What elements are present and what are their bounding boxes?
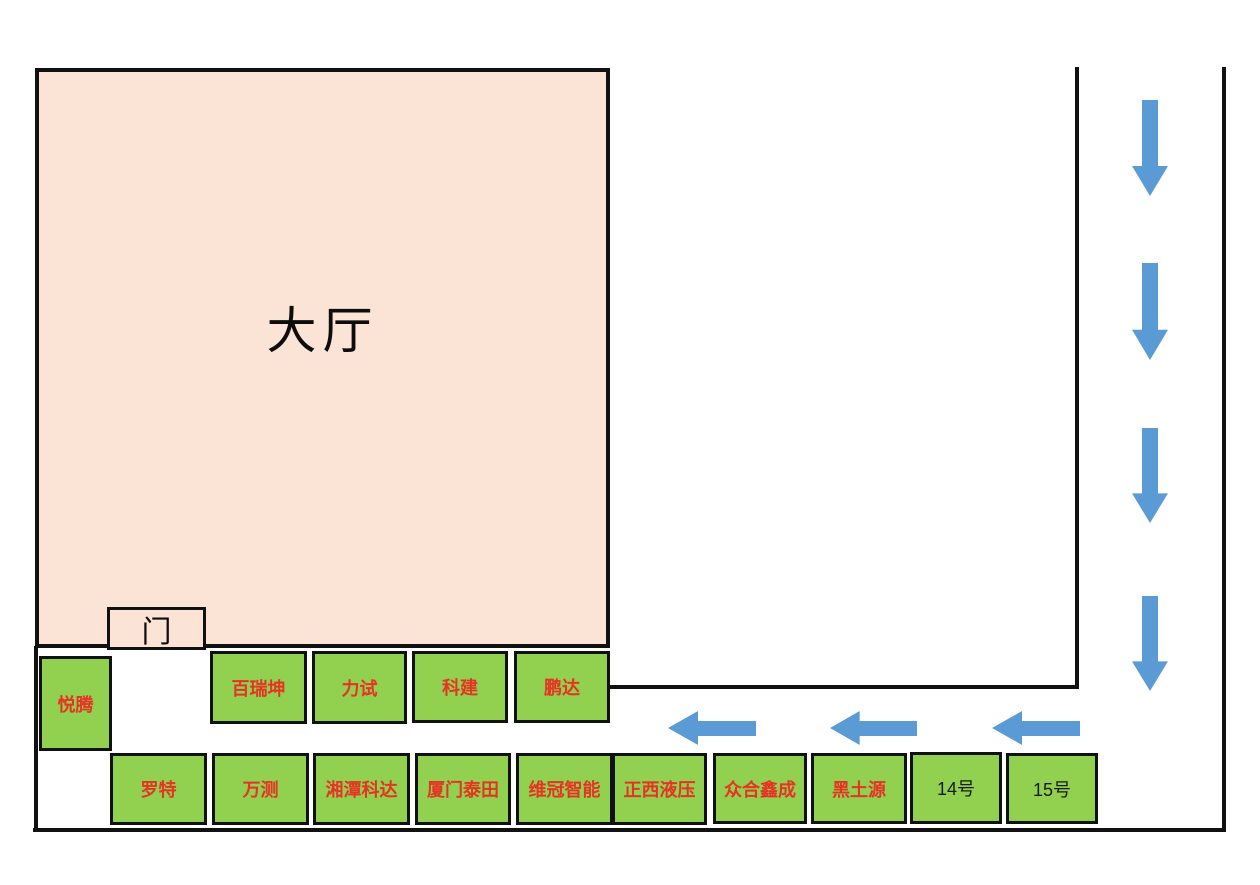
booth-yueteng: 悦腾 [39,656,112,751]
booth-pengda: 鹏达 [514,651,610,723]
inner-wall-vertical [1075,67,1079,687]
left-arrow-icon [992,711,1080,745]
booth-wance: 万测 [212,753,309,825]
booth-xiamen-taitian: 厦门泰田 [415,753,511,825]
wall-bottom [33,828,1226,832]
main-hall: 大厅 [35,68,610,648]
down-arrow-icon [1132,428,1168,523]
booth-kejian: 科建 [412,651,508,723]
down-arrow-icon [1132,596,1168,691]
booth-xiangtan-keda: 湘潭科达 [313,753,410,825]
left-arrow-icon [668,711,756,745]
inner-wall-horizontal [606,685,1079,689]
booth-weiguan-zhineng: 维冠智能 [516,753,613,825]
booth-15: 15号 [1006,753,1098,824]
booth-heituyuan: 黑土源 [811,753,907,824]
down-arrow-icon [1132,263,1168,360]
booth-zhengxi-yeya: 正西液压 [612,753,707,825]
booth-luote: 罗特 [110,753,207,825]
booth-14: 14号 [910,752,1002,824]
booth-lishi: 力试 [312,651,407,724]
wall-left [34,646,38,832]
main-hall-label: 大厅 [266,302,379,360]
wall-right [1222,67,1226,832]
left-arrow-icon [830,711,917,745]
down-arrow-icon [1132,100,1168,196]
door: 门 [107,607,206,650]
booth-bairuikun: 百瑞坤 [210,651,307,724]
booth-zhonghe-xincheng: 众合鑫成 [713,753,807,824]
